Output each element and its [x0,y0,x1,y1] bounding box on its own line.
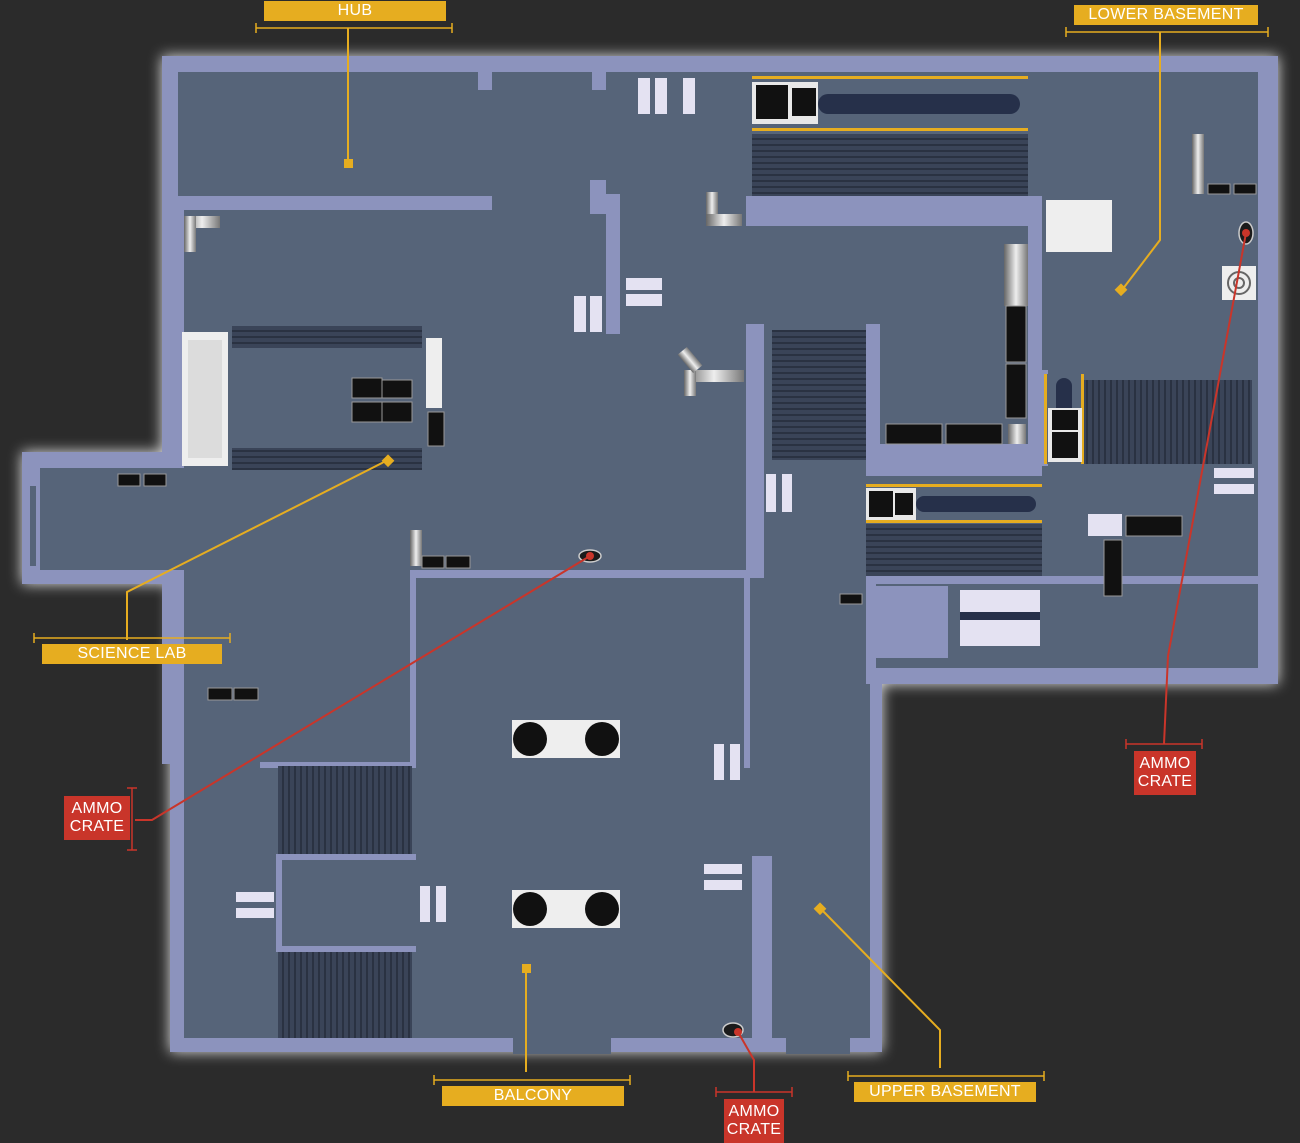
crate-label-line: AMMO [71,800,123,817]
room-label-science-lab: SCIENCE LAB [42,644,222,664]
room-label-balcony: BALCONY [442,1086,624,1106]
room-leader-lines [126,28,1161,1072]
crate-label-west: AMMO CRATE [64,796,130,840]
crate-label-line: AMMO [728,1103,780,1120]
crate-markers [586,229,1250,1036]
room-label-brackets [33,23,1269,1085]
stairs [232,134,1252,1038]
crate-label-line: CRATE [69,818,125,835]
room-label-hub: HUB [264,1,446,21]
generators [512,720,620,928]
room-label-lower-basement: LOWER BASEMENT [1074,5,1258,25]
black-boxes [117,183,1257,701]
door-gaps [30,486,850,1054]
crate-label-line: CRATE [726,1121,782,1138]
pipe-diagonal [677,346,703,374]
conveyors [752,76,1084,524]
crate-label-brackets [127,739,1203,1097]
crate-label-east: AMMO CRATE [1134,751,1196,795]
room-label-upper-basement: UPPER BASEMENT [854,1082,1036,1102]
pipes [184,134,1204,566]
interior-walls [22,72,1258,1038]
crate-label-line: CRATE [1137,773,1193,790]
crate-label-line: AMMO [1139,755,1191,772]
cover-objects [182,200,1256,658]
crate-leader-lines [135,232,1247,1092]
barricades [236,78,1254,922]
crate-label-south: AMMO CRATE [724,1099,784,1143]
